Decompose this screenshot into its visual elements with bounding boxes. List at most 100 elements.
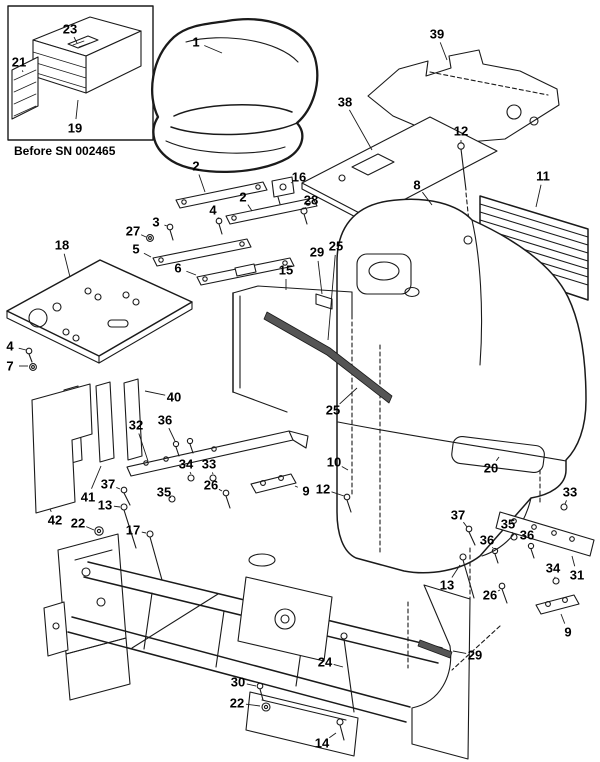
bolt-37a-shaft (123, 492, 131, 506)
side-panels-40-41-42 (31, 378, 143, 514)
support-panel-18 (6, 259, 193, 371)
leader-line-8 (422, 191, 433, 206)
bolt-4b-head (25, 347, 33, 355)
leader-line-2 (198, 174, 206, 193)
part-number-10: 10 (327, 455, 341, 470)
strip-40-c (123, 378, 143, 461)
bolt-28-shaft (303, 213, 308, 225)
leader-line-12 (331, 491, 345, 497)
bolt-26a-head (222, 489, 230, 497)
bolt-13b-shaft (462, 559, 475, 599)
flat-panel-38-cutout (351, 153, 395, 176)
latch-16 (271, 176, 295, 198)
frame-dashed-2 (451, 625, 501, 671)
leader-line-33 (211, 472, 214, 475)
part-number-9: 9 (564, 625, 571, 640)
leader-line-21 (21, 70, 24, 73)
callout-26: 26 (204, 478, 223, 493)
leader-line-3 (164, 224, 168, 227)
callout-6: 6 (174, 261, 197, 276)
part-number-36: 36 (158, 413, 172, 428)
part-number-15: 15 (279, 263, 293, 278)
leader-line-35 (511, 531, 514, 535)
washer-35a (168, 495, 176, 503)
bolt-17-head (146, 530, 154, 538)
strip-40-b (95, 381, 115, 463)
rod-24-head (340, 632, 348, 640)
callout-19: 19 (68, 99, 82, 136)
right-bracket-assembly (459, 469, 595, 615)
part-number-9: 9 (302, 484, 309, 499)
bolt-36c-shaft (530, 548, 535, 559)
bolt-4-shaft (218, 223, 223, 235)
part-number-27: 27 (126, 224, 140, 239)
bracket-strip-5 (152, 238, 252, 267)
plate-9b-hole-1 (545, 601, 551, 607)
bolt-4-head (215, 217, 223, 225)
callout-7: 7 (6, 359, 28, 374)
part-number-29: 29 (468, 648, 482, 663)
panel-18-hole-3 (122, 291, 130, 299)
callout-40: 40 (144, 390, 181, 405)
part-number-29: 29 (310, 245, 324, 260)
leader-line-25 (339, 387, 358, 405)
hood-cup-recess-inner (368, 261, 400, 281)
part-number-6: 6 (174, 261, 181, 276)
seat-back-contour (185, 37, 299, 63)
grill-louvers (479, 203, 589, 286)
inset-panel-21 (11, 56, 39, 120)
panel-18-thickness-r (98, 301, 193, 364)
part-number-24: 24 (318, 655, 333, 670)
washer-34a (187, 474, 195, 482)
bracket-2b-hole-r (305, 200, 311, 206)
plate-9b (535, 594, 580, 615)
part-number-14: 14 (315, 736, 330, 751)
washer-35b (510, 533, 518, 541)
hood-cup-recess (356, 253, 412, 295)
inset-before-sn-box (7, 5, 154, 141)
leader-line-39 (439, 42, 448, 61)
callout-25: 25 (326, 387, 358, 418)
callout-21: 21 (12, 55, 26, 73)
front-channel-15 (232, 285, 393, 413)
leader-line-27 (140, 234, 147, 238)
leader-line-35 (169, 496, 172, 499)
seat-crease-2 (170, 122, 298, 136)
callout-32: 32 (129, 418, 149, 462)
bolt-12c-shaft (346, 499, 352, 513)
leader-line-26 (218, 488, 223, 492)
channel-top-edge (232, 285, 353, 294)
part-number-11: 11 (536, 169, 550, 184)
part-number-1: 1 (192, 35, 199, 50)
callout-8: 8 (413, 178, 433, 206)
callout-33: 33 (563, 485, 577, 505)
part-number-35: 35 (501, 517, 515, 532)
part-number-2: 2 (192, 159, 199, 174)
washer-33a (209, 474, 217, 482)
leader-line-1 (204, 45, 223, 54)
callout-12: 12 (454, 124, 468, 143)
inset-plate-23-hatch (72, 40, 91, 48)
callout-2: 2 (192, 159, 206, 193)
part-number-40: 40 (167, 390, 181, 405)
bracket-6-hole-r (282, 260, 288, 266)
nut-27-outer (146, 234, 154, 242)
bolt-37b-shaft (468, 531, 476, 546)
leader-line-6 (186, 270, 197, 276)
leader-line-14 (329, 732, 337, 739)
leader-line-40 (144, 390, 166, 396)
leader-line-26 (497, 589, 501, 592)
seat-outline (151, 18, 319, 174)
part-number-37: 37 (101, 477, 115, 492)
panel-18-slot (107, 319, 129, 328)
leader-line-5 (143, 252, 152, 258)
part-number-13: 13 (98, 498, 112, 513)
bolt-36a-shaft (175, 446, 180, 457)
part-number-28: 28 (304, 193, 318, 208)
part-number-42: 42 (48, 513, 62, 528)
seal-strip-25 (263, 311, 393, 404)
part-number-22: 22 (71, 516, 85, 531)
callout-27: 27 (126, 224, 147, 239)
seat-mount-brackets (146, 176, 318, 286)
